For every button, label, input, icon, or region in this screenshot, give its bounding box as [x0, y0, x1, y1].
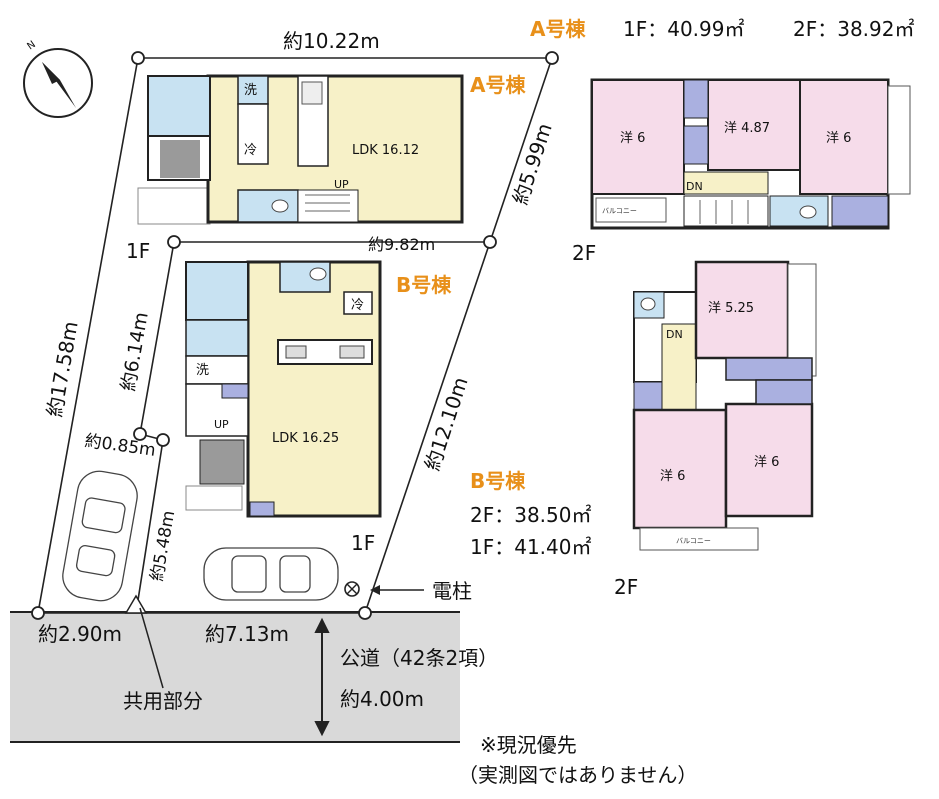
- lot-corners: [31, 51, 559, 620]
- house-a-1f-plan: [137, 74, 464, 225]
- road-label: 公道（42条2項）: [340, 646, 498, 670]
- house-a-wash: 洗: [244, 83, 257, 98]
- house-a-up: UP: [334, 178, 349, 191]
- dim-front-right: 約7.13m: [205, 622, 289, 646]
- dim-driveway: 約5.48m: [147, 509, 179, 583]
- house-b-2f-plan: [632, 260, 817, 551]
- note-line2: （実測図ではありません）: [458, 763, 697, 787]
- house-b-up: UP: [214, 418, 229, 431]
- house-b-ldk: LDK 16.25: [272, 431, 339, 446]
- house-b-dn: DN: [666, 328, 683, 341]
- house-a-dn: DN: [686, 180, 703, 193]
- shared-area-marker: [124, 594, 148, 614]
- dim-front-left: 約2.90m: [38, 622, 122, 646]
- house-b-room-1: 洋 5.25: [708, 301, 754, 316]
- house-a-title: A号棟: [470, 73, 526, 97]
- house-b-balcony: バルコニー: [676, 537, 711, 545]
- house-b-area-1f: 1F：41.40㎡: [470, 535, 591, 559]
- house-b-floor-1f: 1F: [351, 531, 375, 555]
- house-a-2f-plan: [590, 78, 911, 230]
- house-b-fridge: 冷: [351, 298, 364, 313]
- house-a-room-3: 洋 6: [826, 131, 851, 146]
- pole-label: 電柱: [432, 579, 472, 603]
- utility-pole-icon: [344, 581, 360, 597]
- house-a-floor-2f: 2F: [572, 241, 596, 265]
- north-arrow-icon: N: [23, 39, 93, 118]
- house-a-area-2f: 2F：38.92㎡: [793, 17, 914, 41]
- house-a-ldk: LDK 16.12: [352, 143, 419, 158]
- house-a-header-title: A号棟: [530, 17, 586, 41]
- dim-top: 約10.22m: [283, 29, 380, 53]
- house-a-balcony: バルコニー: [602, 207, 637, 215]
- note-line1: ※現況優先: [480, 733, 577, 757]
- dim-middle: 約9.82m: [368, 235, 435, 254]
- car-icon: [62, 470, 138, 602]
- house-b-room-2: 洋 6: [660, 469, 685, 484]
- house-a-area-1f: 1F：40.99㎡: [623, 17, 744, 41]
- lot-boundary: [37, 57, 553, 614]
- house-b-area-2f: 2F：38.50㎡: [470, 503, 591, 527]
- car-icon: [203, 547, 339, 601]
- dim-left: 約17.58m: [42, 319, 82, 418]
- road-width-arrow: [314, 617, 330, 737]
- road-width: 約4.00m: [340, 687, 424, 711]
- house-b-1f-plan: [185, 260, 382, 518]
- house-a-fridge: 冷: [244, 143, 257, 158]
- dim-inner-left: 約6.14m: [117, 310, 153, 392]
- house-b-floor-2f: 2F: [614, 575, 638, 599]
- house-a-floor-1f: 1F: [126, 239, 150, 263]
- house-a-room-1: 洋 6: [620, 131, 645, 146]
- house-b-area-title: B号棟: [470, 469, 526, 493]
- shared-label: 共用部分: [123, 689, 203, 713]
- house-b-title: B号棟: [396, 273, 452, 297]
- public-road: [10, 612, 460, 742]
- house-b-room-3: 洋 6: [754, 455, 779, 470]
- dim-upper-right: 約5.99m: [508, 120, 557, 207]
- svg-text:N: N: [25, 39, 37, 52]
- dim-lower-right: 約12.10m: [420, 374, 473, 473]
- house-b-wash: 洗: [196, 363, 209, 378]
- house-a-room-2: 洋 4.87: [724, 121, 770, 136]
